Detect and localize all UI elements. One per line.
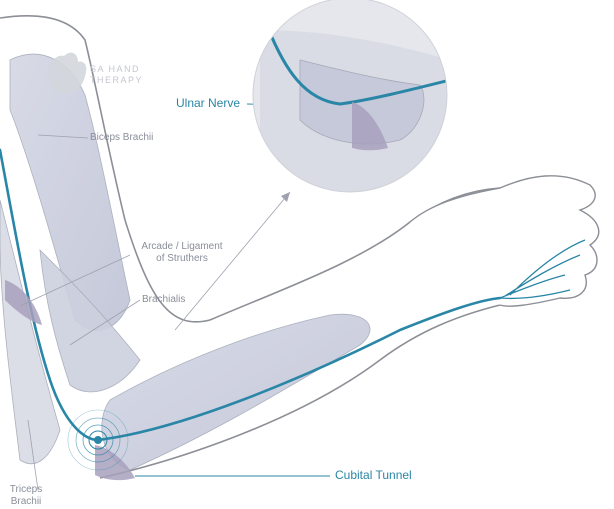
hand-outline	[409, 175, 600, 307]
biceps-brachii-label: Biceps Brachii	[90, 132, 154, 143]
arcade-ligament-label: Arcade / Ligament of Struthers	[132, 241, 232, 265]
triceps-brachii-label: Triceps Brachii	[6, 484, 46, 508]
arcade-of-struthers-ligament	[5, 280, 42, 325]
arcade-ligament-label-line-2: of Struthers	[156, 253, 208, 264]
arcade-ligament-label-line-1: Arcade / Ligament	[141, 241, 223, 252]
zoom-inset	[252, 0, 448, 193]
brachialis-label: Brachialis	[142, 294, 186, 305]
forearm-outline	[99, 187, 501, 479]
inset-pointer-arrow	[174, 191, 291, 331]
inset-ligament	[352, 102, 388, 151]
triceps-brachii-label-line-1: Triceps	[9, 484, 43, 495]
leader-lines	[19, 134, 141, 491]
ulnar-nerve-branches-hand	[499, 239, 586, 300]
arrow-head-icon	[281, 192, 290, 202]
cubital-tunnel-label: Cubital Tunnel	[335, 468, 412, 482]
triceps-brachii-muscle	[0, 199, 61, 465]
upper-arm-outline	[0, 15, 211, 323]
ulnar-nerve-path	[0, 148, 502, 442]
target-rings-icon	[67, 409, 129, 471]
triceps-brachii-label-line-2: Brachii	[10, 496, 42, 507]
inset-ulnar-nerve	[266, 27, 447, 106]
watermark-line-1: SA HAND	[90, 64, 141, 74]
ulnar-nerve-label: Ulnar Nerve	[176, 96, 241, 110]
hand-logo-icon	[48, 52, 87, 95]
watermark-line-2: THERAPY	[90, 75, 144, 85]
cubital-tunnel-ligament	[95, 445, 135, 481]
